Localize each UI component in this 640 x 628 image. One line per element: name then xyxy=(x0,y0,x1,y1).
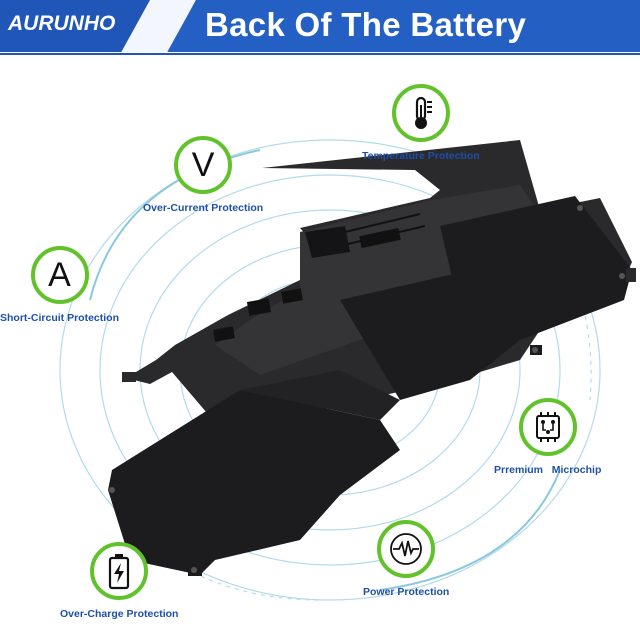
feature-temperature-protection: Temperature Protection xyxy=(362,84,480,162)
thermometer-icon xyxy=(391,84,450,142)
battery-pack xyxy=(108,140,636,576)
feature-label: Over-Current Protection xyxy=(143,202,264,214)
feature-label: Prremium Microchip xyxy=(494,464,602,476)
waveform-icon xyxy=(377,520,436,578)
feature-label: Short-Circuit Protection xyxy=(0,312,120,324)
ampere-a-icon: A xyxy=(30,246,89,304)
battery-bolt-icon xyxy=(90,542,149,600)
feature-power-protection: Power Protection xyxy=(363,520,449,598)
brand-logo: AURUNHO xyxy=(8,12,116,35)
header-background xyxy=(0,0,640,58)
feature-premium-microchip: Prremium Microchip xyxy=(494,398,601,476)
header-banner: AURUNHO Back Of The Battery xyxy=(0,0,640,58)
feature-label: Power Protection xyxy=(363,586,450,598)
feature-short-circuit-protection: A Short-Circuit Protection xyxy=(0,246,119,324)
page-title: Back Of The Battery xyxy=(205,6,527,43)
feature-over-charge-protection: Over-Charge Protection xyxy=(60,542,178,620)
feature-label: Over-Charge Protection xyxy=(60,608,179,620)
microchip-icon xyxy=(518,398,577,456)
feature-label: Temperature Protection xyxy=(362,150,480,162)
voltage-v-icon: V xyxy=(174,136,233,194)
feature-over-current-protection: V Over-Current Protection xyxy=(143,136,263,214)
